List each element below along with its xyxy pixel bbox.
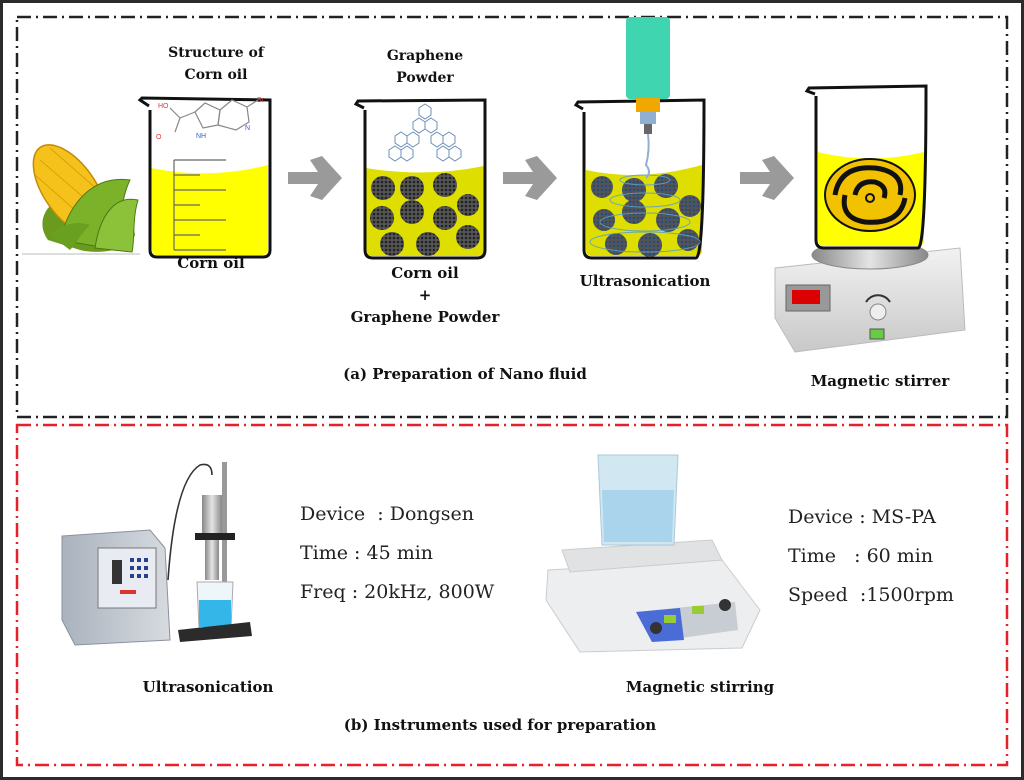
spec-row: Device : MS-PA (788, 506, 936, 528)
panel-a-caption: (a) Preparation of Nano fluid (343, 365, 587, 383)
step2-title-line1: Graphene (386, 48, 464, 64)
panel-b-caption: (b) Instruments used for preparation (343, 716, 657, 734)
spec-value: MS-PA (871, 506, 937, 528)
spec-sep: : (853, 506, 872, 528)
atom-o: O (156, 134, 162, 141)
step2-label-line1: Corn oil (391, 264, 459, 282)
step1-title: Structure of Corn oil (146, 42, 286, 86)
atom-n: N (245, 125, 250, 132)
spec-key: Device (300, 503, 366, 525)
panel-a-border (15, 15, 1009, 419)
spec-sep: : (847, 584, 867, 606)
magnetic-stirrer-icon (774, 240, 966, 353)
spec-value: Dongsen (389, 503, 475, 525)
spec-key: Device (788, 506, 854, 528)
beaker-stirred (804, 84, 928, 250)
spec-row: Freq : 20kHz, 800W (300, 581, 494, 603)
step2-label-line2: Graphene Powder (350, 308, 500, 326)
beaker-ultrasonication (573, 98, 706, 260)
spec-row: Device : Dongsen (300, 503, 474, 525)
panel-b-border (15, 423, 1009, 767)
step4-label: Magnetic stirrer (810, 372, 950, 390)
arrow-right-icon (740, 156, 794, 200)
spec-row: Speed :1500rpm (788, 584, 954, 606)
step1-label: Corn oil (177, 254, 245, 272)
spec-value: 60 min (866, 545, 934, 567)
step1-title-line1: Structure of (168, 45, 264, 61)
beaker-graphene (353, 98, 487, 260)
magnetic-stirring-device-image (545, 454, 761, 653)
step2-title: Graphene Powder (355, 45, 495, 89)
step2-title-line2: Powder (396, 70, 454, 86)
magnetic-stirring-caption: Magnetic stirring (625, 678, 775, 696)
ultrasonicator-device-image (61, 462, 252, 646)
corn-icon (22, 144, 140, 255)
graphene-lattice-icon (388, 103, 462, 162)
atom-nh: NH (196, 133, 206, 140)
spec-value: 20kHz, 800W (364, 581, 495, 603)
spec-key: Time (788, 545, 837, 567)
step3-label: Ultrasonication (579, 272, 711, 290)
atom-ho: HO (158, 103, 169, 110)
ultrasonication-caption: Ultrasonication (142, 678, 274, 696)
spec-key: Speed (788, 584, 848, 606)
beaker-corn-oil (137, 96, 272, 259)
spec-row: Time : 60 min (788, 545, 933, 567)
arrow-right-icon (503, 156, 557, 200)
step2-label-plus: + (418, 286, 432, 304)
spec-key: Time (300, 542, 349, 564)
spec-sep: : (345, 581, 365, 603)
spec-value: 45 min (366, 542, 434, 564)
step2-label: Corn oil + Graphene Powder (325, 262, 525, 328)
spec-sep: : (365, 503, 390, 525)
vortex-icon (832, 165, 908, 225)
spec-value: 1500rpm (866, 584, 954, 606)
step1-title-line2: Corn oil (184, 67, 248, 83)
spec-sep: : (836, 545, 867, 567)
spec-key: Freq (300, 581, 346, 603)
ultrasonic-probe-icon (626, 17, 670, 179)
corn-oil-molecule-structure (169, 99, 259, 133)
arrow-right-icon (288, 156, 342, 200)
spec-row: Time : 45 min (300, 542, 433, 564)
spec-sep: : (348, 542, 367, 564)
atom-br: Br (257, 97, 265, 104)
